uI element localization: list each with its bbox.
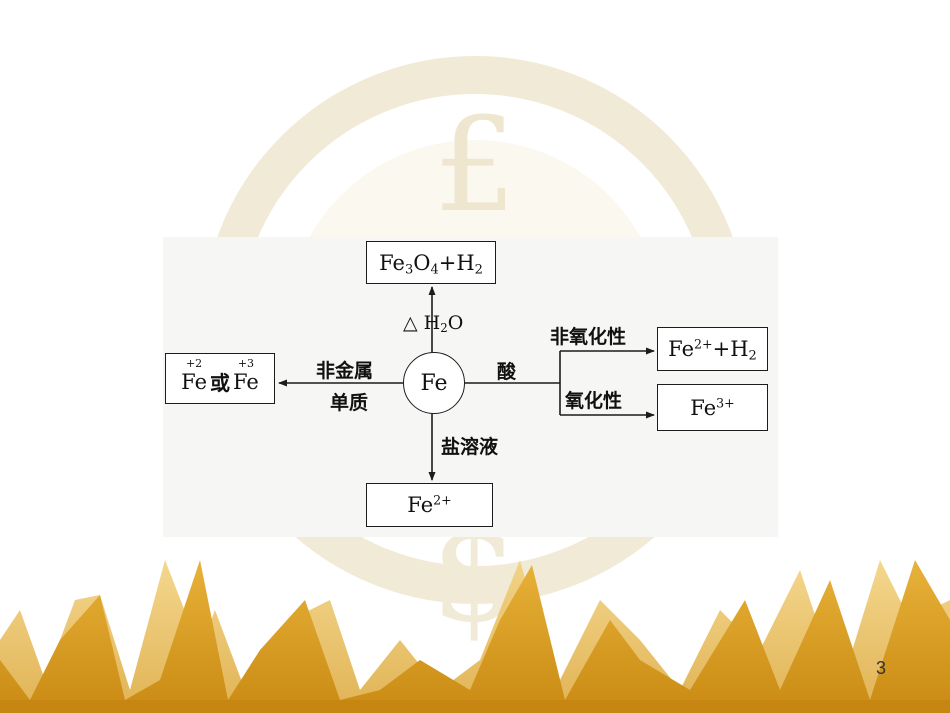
reagent-label-nonmetal-line1: 非金属	[316, 360, 374, 382]
branch-label-oxidizing: 氧化性	[565, 390, 623, 412]
reagent-label-salt-solution: 盐溶液	[441, 436, 499, 458]
svg-text:£: £	[434, 89, 517, 241]
box-text: Fe3O4+H2	[379, 250, 483, 277]
reagent-label-nonmetal-line2: 单质	[330, 392, 369, 414]
product-box-fe2plus-h2: Fe2++H2	[657, 327, 768, 371]
branch-label-non-oxidizing: 非氧化性	[550, 326, 627, 348]
box-text: Fe2+	[407, 492, 452, 517]
connector-or: 或	[210, 371, 230, 395]
product-box-fe3plus: Fe3+	[657, 384, 768, 431]
box-text: Fe3+	[690, 394, 735, 420]
product-box-fe3o4-h2: Fe3O4+H2	[366, 241, 496, 284]
delta-symbol: △	[403, 312, 418, 334]
center-node-fe: Fe	[403, 352, 465, 414]
reagent-label-acid: 酸	[497, 361, 517, 383]
box-text: Fe2++H2	[668, 336, 757, 364]
page-number: 3	[876, 658, 887, 678]
condition-label-heat-water: △ H2O	[403, 312, 464, 335]
center-node-label: Fe	[420, 370, 448, 396]
product-box-fe2plus: Fe2+	[366, 483, 493, 527]
